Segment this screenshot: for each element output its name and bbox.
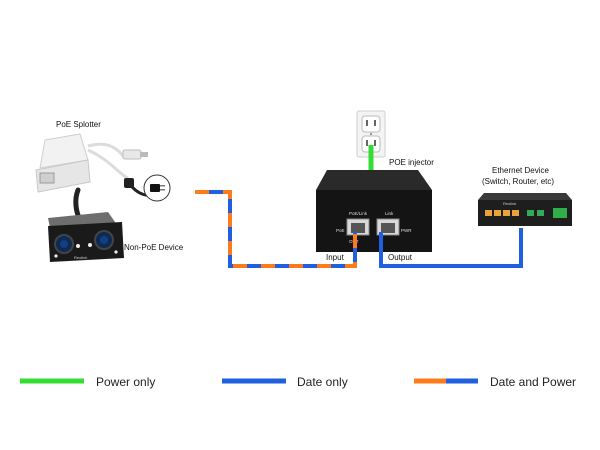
- poe-injector: [316, 170, 432, 252]
- ethernet-device-sublabel: (Switch, Router, etc): [482, 177, 555, 186]
- input-cable: [195, 190, 357, 268]
- port-label-right-top: Link: [385, 211, 394, 216]
- wall-outlet: [356, 110, 386, 158]
- port-label-right-side: PWR: [401, 228, 412, 233]
- legend-label-power: Power only: [96, 375, 156, 389]
- non-poe-device-label: Non-PoE Device: [124, 243, 184, 252]
- poe-injector-label: POE injector: [389, 158, 434, 167]
- non-poe-camera: [48, 187, 124, 262]
- ethernet-switch: [478, 193, 572, 226]
- poe-splitter-label: PoE Splotter: [56, 120, 101, 129]
- port-label-left-top: PoE/Link: [349, 211, 368, 216]
- camera-brand: Reolink: [74, 255, 87, 260]
- legend-label-data-power: Date and Power: [490, 375, 577, 389]
- output-label: Output: [388, 253, 413, 262]
- ethernet-device-label: Ethernet Device: [492, 166, 549, 175]
- input-label: Input: [326, 253, 344, 262]
- legend-label-data: Date only: [297, 375, 348, 389]
- output-cable: [379, 228, 523, 268]
- poe-splitter: [35, 133, 171, 202]
- switch-brand: Reolink: [503, 201, 516, 206]
- port-label-left-side: PoE: [336, 228, 345, 233]
